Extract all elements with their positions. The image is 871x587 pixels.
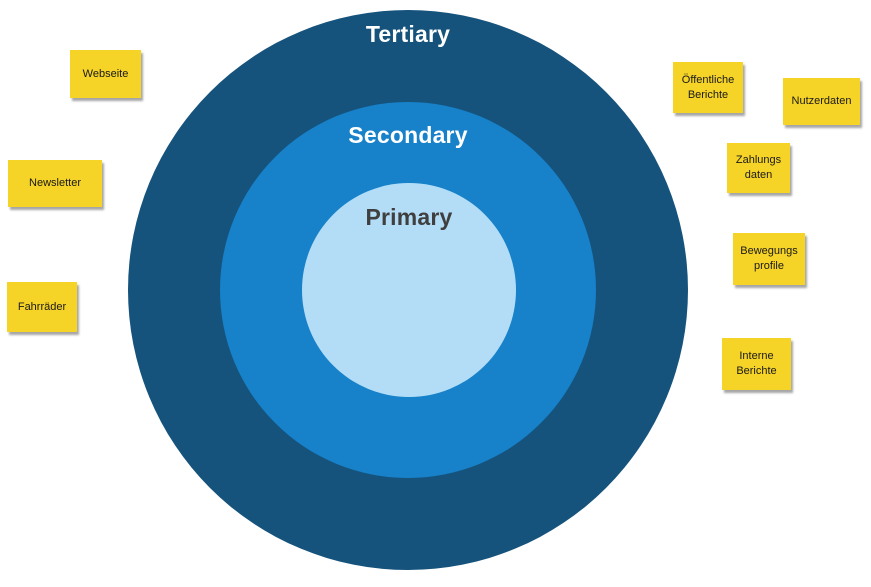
sticky-note-interne-berichte[interactable]: Interne Berichte [722,338,791,390]
sticky-note-interne-berichte-label: Interne Berichte [736,350,777,377]
ring-primary[interactable]: Primary [302,183,516,397]
sticky-note-oeffentliche-berichte-label: Öffentliche Berichte [681,73,735,101]
ring-secondary-label: Secondary [348,122,468,148]
sticky-note-fahrraeder[interactable]: Fahrräder [7,282,77,332]
sticky-note-fahrraeder-label: Fahrräder [17,300,67,313]
sticky-note-webseite-label: Webseite [82,67,129,80]
sticky-note-zahlungs-daten-label: Zahlungs daten [735,154,782,181]
sticky-note-oeffentliche-berichte[interactable]: Öffentliche Berichte [673,62,743,113]
sticky-note-bewegungs-profile-label: Bewegungs profile [740,245,798,272]
sticky-note-webseite[interactable]: Webseite [70,50,141,98]
ring-primary-label: Primary [365,204,453,230]
sticky-note-bewegungs-profile[interactable]: Bewegungs profile [733,233,805,285]
sticky-note-newsletter[interactable]: Newsletter [8,160,102,207]
sticky-note-nutzerdaten-label: Nutzerdaten [791,95,852,108]
ring-secondary[interactable]: Secondary [220,102,596,478]
sticky-note-zahlungs-daten[interactable]: Zahlungs daten [727,143,790,193]
sticky-note-nutzerdaten[interactable]: Nutzerdaten [783,78,860,125]
ring-tertiary-label: Tertiary [365,21,451,47]
sticky-note-newsletter-label: Newsletter [29,177,81,190]
